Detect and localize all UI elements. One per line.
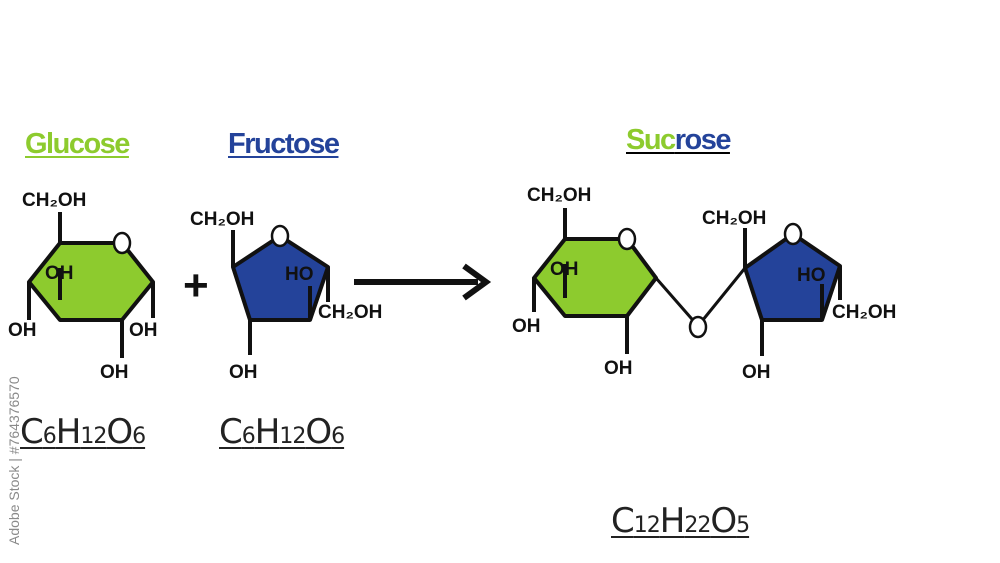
glucose-ring-oxygen xyxy=(112,231,132,255)
sucrose-fructose-ring xyxy=(743,232,842,322)
sucrose-glucose-unit: CH₂OH OH OH OH xyxy=(512,185,658,379)
sucrose-glucose-ring-oxygen xyxy=(617,227,637,251)
glucose-oh-inner-label: OH xyxy=(45,263,74,284)
sucrose-glucose-oh-inner-label: OH xyxy=(550,259,579,280)
plus-sign: + xyxy=(183,261,209,310)
fructose-structure: CH₂OH HO CH₂OH OH xyxy=(190,209,382,383)
fructose-ch2oh-top-label: CH₂OH xyxy=(190,209,254,230)
glucose-oh-right-label: OH xyxy=(129,320,158,341)
sucrose-title-part-rose: rose xyxy=(674,124,732,156)
fructose-ho-inner-label: HO xyxy=(285,264,314,285)
sucrose-formula: C12H22O5 xyxy=(611,501,750,541)
sucrose-fructose-ch2oh-right-label: CH₂OH xyxy=(832,302,896,323)
sucrose-title-part-suc: Suc xyxy=(626,124,676,156)
sucrose-fructose-ring-oxygen xyxy=(783,222,803,246)
glucose-oh-left-label: OH xyxy=(8,320,37,341)
sucrose-fructose-ho-inner-label: HO xyxy=(797,265,826,286)
fructose-ring-oxygen xyxy=(270,224,290,248)
glucose-ch2oh-label: CH₂OH xyxy=(22,190,86,211)
sucrose-fructose-unit: CH₂OH HO CH₂OH OH xyxy=(702,208,896,383)
fructose-formula: C6H12O6 xyxy=(219,412,345,452)
reaction-arrow xyxy=(354,263,492,301)
fructose-oh-bottom-label: OH xyxy=(229,362,258,383)
stock-watermark: Adobe Stock | #764376570 xyxy=(6,376,22,545)
glycosidic-bond xyxy=(654,267,747,339)
sucrose-glucose-oh-bottom-label: OH xyxy=(604,358,633,379)
sucrose-fructose-oh-bottom-label: OH xyxy=(742,362,771,383)
fructose-ring xyxy=(231,234,330,322)
sucrose-title: Sucrose xyxy=(626,124,732,157)
glucose-structure: CH₂OH OH OH OH OH xyxy=(8,190,158,383)
glucose-oh-bottom-label: OH xyxy=(100,362,129,383)
sucrose-glucose-oh-left-label: OH xyxy=(512,316,541,337)
sucrose-fructose-ch2oh-top-label: CH₂OH xyxy=(702,208,766,229)
glucose-formula: C6H12O6 xyxy=(20,412,146,452)
fructose-ch2oh-right-label: CH₂OH xyxy=(318,302,382,323)
fructose-title: Fructose xyxy=(228,128,340,160)
glucose-title: Glucose xyxy=(25,128,130,160)
sucrose-glucose-ch2oh-label: CH₂OH xyxy=(527,185,591,206)
glycosidic-oxygen xyxy=(688,315,708,339)
